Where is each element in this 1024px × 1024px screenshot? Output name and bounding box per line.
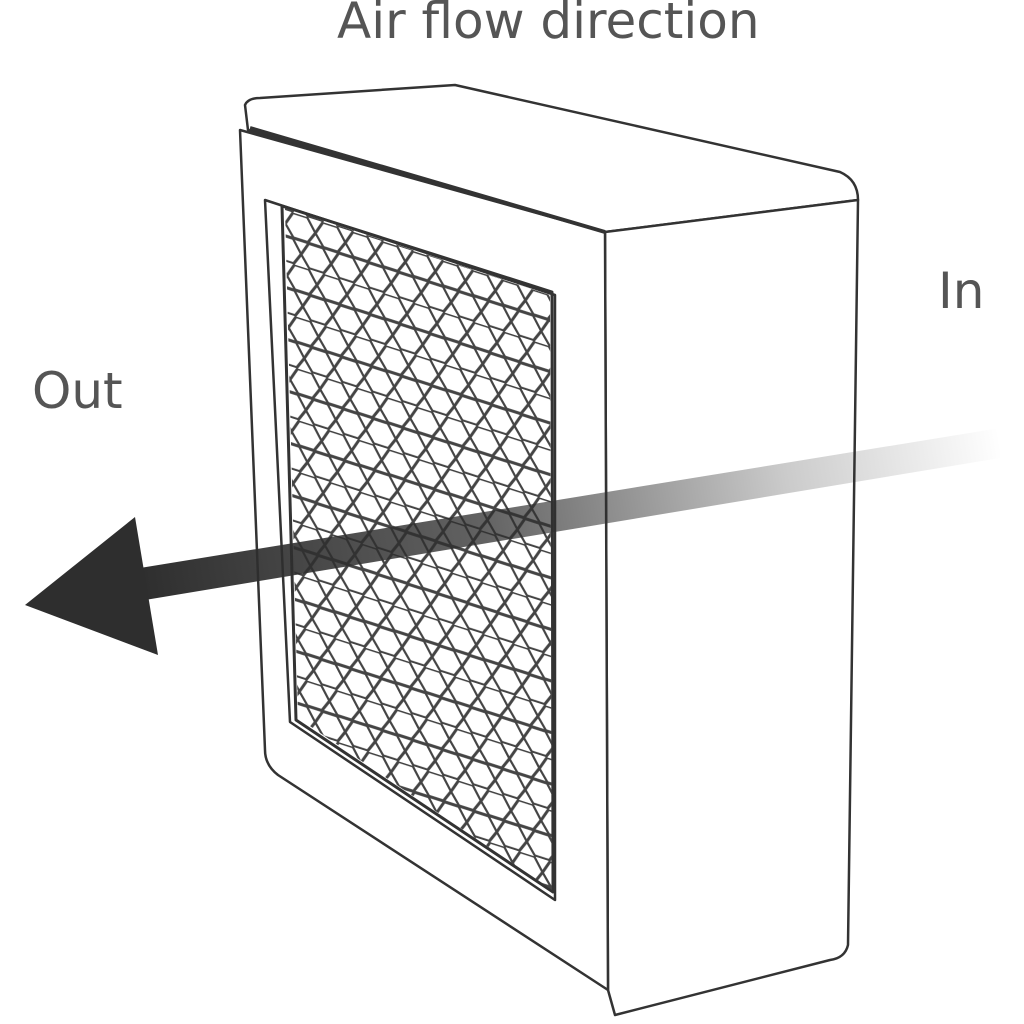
- side-face: [603, 198, 860, 1017]
- arrow-head: [25, 517, 158, 655]
- arrow-shaft: [140, 428, 1000, 600]
- outlet-label: Out: [32, 362, 123, 420]
- airflow-arrow: [25, 428, 1000, 655]
- diagram-title: Air flow direction: [337, 0, 760, 50]
- inlet-label: In: [938, 262, 985, 320]
